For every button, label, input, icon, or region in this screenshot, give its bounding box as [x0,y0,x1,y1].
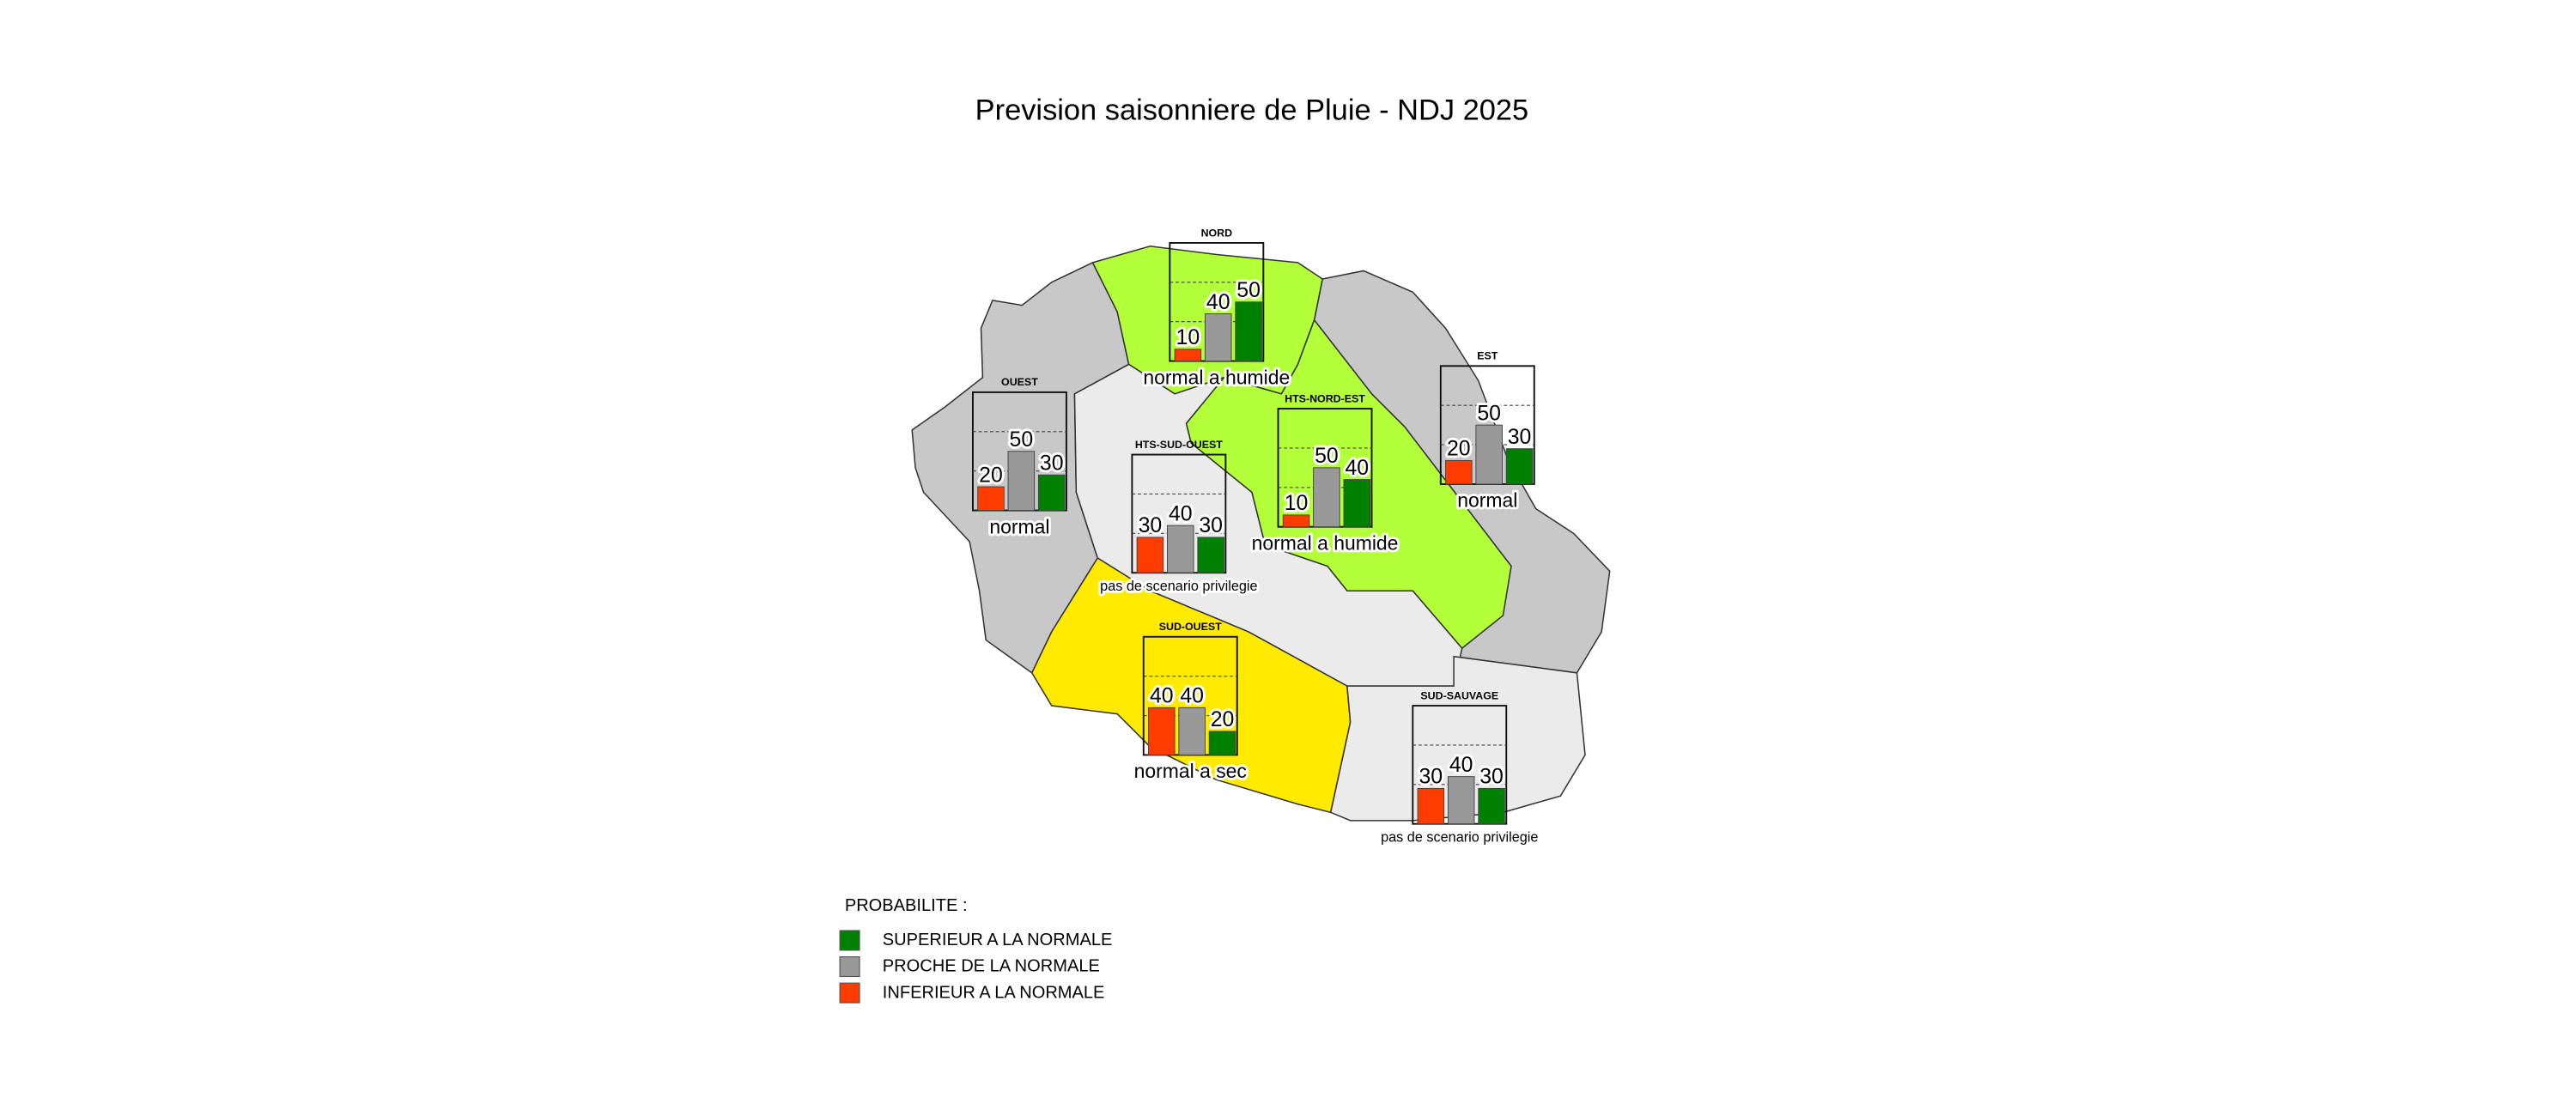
bar-inferieur [1417,787,1445,825]
region-sud-sauvage [1329,655,1586,822]
region-name: HTS-SUD-OUEST [1135,439,1223,451]
bar-value-label: 50 [1477,402,1501,425]
bar-superieur [1235,301,1262,362]
bar-proche [1007,451,1036,512]
bar-inferieur [1282,514,1310,528]
bar-inferieur [1174,349,1202,362]
bar-inferieur [1445,459,1473,485]
bar-value-label: 10 [1176,326,1200,349]
scenario-label: normal a humide [1252,531,1399,554]
bar-proche [1313,467,1340,528]
bar-inferieur [977,486,1005,512]
bar-superieur [1208,731,1236,755]
bar-value-label: 30 [1479,766,1504,789]
bar-value-label: 40 [1169,502,1193,525]
bar-value-label: 50 [1315,445,1339,468]
chart-sud-sauvage: SUD-SAUVAGE 30 40 30 pas de scenario privile… [1378,689,1540,847]
legend-label-superieur: SUPERIEUR A LA NORMALE [883,931,1113,949]
bar-superieur [1037,474,1066,512]
bar-superieur [1343,479,1371,528]
bar-value-label: 10 [1285,492,1309,515]
region-name: SUD-OUEST [1159,621,1222,633]
bar-superieur [1197,537,1224,573]
bar-proche [1447,776,1475,825]
legend-label-proche: PROCHE DE LA NORMALE [883,957,1100,976]
bar-value-label: 40 [1150,685,1174,708]
chart-nord: NORD 10 40 50 normal a humide [1141,227,1293,391]
scenario-label: normal a sec [1134,760,1247,782]
bar-proche [1178,707,1206,755]
bar-value-label: 30 [1199,514,1223,537]
scenario-label: pas de scenario privilegie [1100,579,1257,594]
chart-sud-ouest: SUD-OUEST 40 40 20 normal a sec [1132,621,1249,785]
region-sud-ouest [1030,556,1352,814]
chart-hts-nord-est: HTS-NORD-EST 10 50 40 normal a humide [1249,392,1401,556]
bar-inferieur [1136,537,1164,573]
chart-est: EST 20 50 30 normal [1439,350,1535,514]
scenario-label: normal a humide [1143,366,1290,388]
bar-value-label: 40 [1449,754,1473,777]
bar-value-label: 30 [1139,514,1163,537]
region-name: EST [1477,350,1498,362]
bar-value-label: 40 [1206,291,1230,314]
region-name: OUEST [1001,376,1038,388]
chart-hts-sud-ouest: HTS-SUD-OUEST 30 40 30 pas de scenario privi… [1097,439,1260,597]
bar-superieur [1505,448,1534,485]
legend-label-inferieur: INFERIEUR A LA NORMALE [883,983,1105,1002]
scenario-label: normal [1457,489,1517,512]
region-name: SUD-SAUVAGE [1420,689,1498,701]
region-name: NORD [1201,227,1233,239]
region-name: HTS-NORD-EST [1285,392,1365,404]
legend-title: PROBABILITE : [845,896,968,915]
bar-value-label: 20 [979,464,1003,487]
map-title: Prevision saisonniere de Pluie - NDJ 202… [975,94,1529,127]
legend-swatch-superieur [839,930,860,951]
scenario-label: pas de scenario privilegie [1381,830,1538,846]
scenario-label: normal [989,515,1049,537]
bar-inferieur [1148,707,1176,755]
bar-proche [1167,525,1194,573]
bar-value-label: 30 [1040,452,1064,476]
bar-value-label: 20 [1447,438,1471,461]
bar-superieur [1478,787,1505,825]
bar-proche [1204,313,1232,362]
bar-proche [1475,424,1503,485]
bar-value-label: 40 [1180,685,1204,708]
bar-value-label: 50 [1010,428,1034,452]
legend: PROBABILITE : SUPERIEUR A LA NORMALE PRO… [839,896,1113,1004]
legend-swatch-proche [839,955,860,978]
bar-value-label: 50 [1236,279,1261,302]
bar-value-label: 40 [1345,457,1369,480]
legend-swatch-inferieur [839,982,860,1004]
bar-value-label: 30 [1419,766,1443,789]
bar-value-label: 30 [1508,426,1532,449]
bar-value-label: 20 [1211,708,1235,731]
